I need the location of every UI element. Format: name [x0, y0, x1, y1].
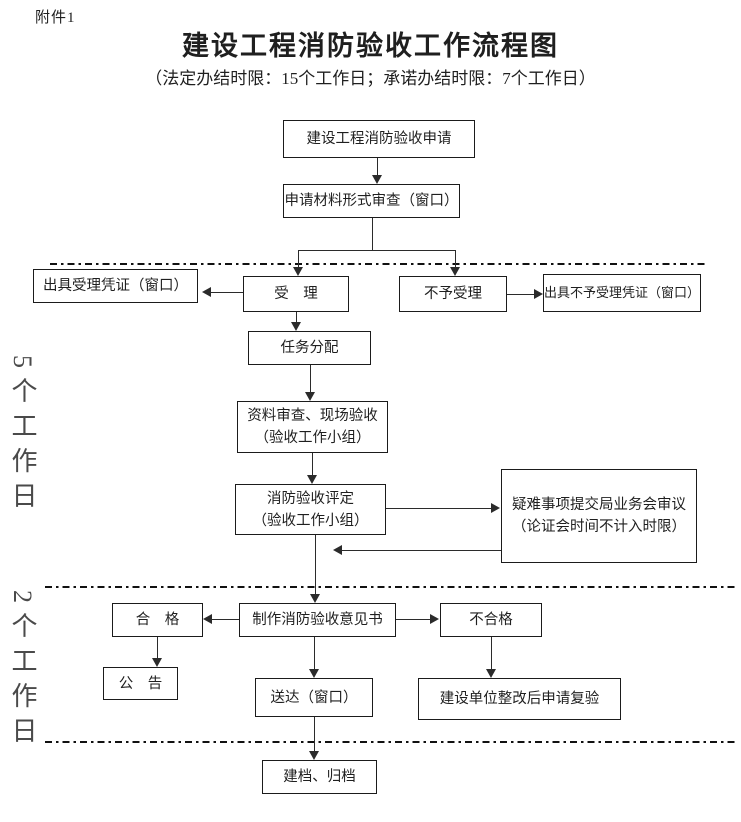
- connector-opinion-to-pass: [212, 619, 239, 620]
- node-site-inspection-line1: 资料审查、现场验收: [247, 408, 378, 424]
- connector-assign-to-inspect: [310, 365, 311, 393]
- node-accept: 受 理: [243, 276, 349, 312]
- arrowhead-to-accept: [293, 267, 303, 276]
- node-delivery: 送达（窗口）: [255, 678, 373, 717]
- phase-label-2-working-days: 2个工作日: [8, 590, 37, 752]
- arrowhead-difficult-return: [333, 545, 342, 555]
- node-announcement-label: 公 告: [118, 675, 163, 692]
- node-task-assignment: 任务分配: [248, 331, 371, 365]
- connector-evaluate-to-difficult: [386, 508, 492, 509]
- node-evaluation-line1: 消防验收评定: [267, 490, 354, 507]
- page-title: 建设工程消防验收工作流程图: [182, 31, 559, 61]
- node-site-inspection-line2: （验收工作小组）: [254, 430, 371, 446]
- node-material-review: 申请材料形式审查（窗口）: [283, 184, 460, 218]
- page-subtitle: （法定办结时限：15个工作日；承诺办结时限：7个工作日）: [145, 69, 596, 88]
- connector-branch-to-reject: [455, 250, 456, 268]
- node-issue-acceptance-receipt: 出具受理凭证（窗口）: [33, 269, 198, 303]
- connector-review-branch: [298, 250, 456, 251]
- node-archive-label: 建档、归档: [283, 769, 356, 785]
- connector-fail-to-reinspection: [491, 637, 492, 670]
- node-reinspection-label: 建设单位整改后申请复验: [439, 691, 600, 707]
- connector-inspect-to-evaluate: [312, 453, 313, 476]
- node-site-inspection: 资料审查、现场验收 （验收工作小组）: [237, 401, 388, 453]
- node-application: 建设工程消防验收申请: [283, 120, 475, 158]
- connector-apply-to-review: [377, 158, 378, 177]
- node-fail-label: 不合格: [469, 612, 513, 628]
- connector-difficult-return: [342, 550, 501, 551]
- attachment-label: 附件1: [35, 10, 76, 26]
- connector-branch-to-accept: [298, 250, 299, 268]
- phase-divider-2: [45, 586, 737, 588]
- node-issue-rejection-receipt-label: 出具不予受理凭证（窗口）: [544, 285, 701, 300]
- node-difficult-matters-line1: 疑难事项提交局业务会审议: [512, 497, 686, 513]
- node-difficult-matters-line2: （论证会时间不计入时限）: [512, 519, 686, 535]
- node-reject-label: 不予受理: [424, 286, 482, 302]
- arrowhead-to-reinspection: [486, 669, 496, 678]
- node-announcement: 公 告: [103, 667, 178, 700]
- node-accept-label: 受 理: [274, 286, 318, 302]
- connector-evaluate-to-opinion: [315, 535, 316, 595]
- arrowhead-to-difficult: [491, 503, 500, 513]
- connector-reject-to-receipt: [507, 294, 535, 295]
- node-reinspection: 建设单位整改后申请复验: [418, 678, 621, 720]
- arrowhead-to-delivery: [309, 669, 319, 678]
- node-material-review-label: 申请材料形式审查（窗口）: [284, 193, 459, 209]
- phase-divider-1: [50, 263, 706, 265]
- arrowhead-to-pass: [203, 614, 212, 624]
- node-issue-rejection-receipt: 出具不予受理凭证（窗口）: [543, 274, 701, 312]
- connector-review-stem: [372, 218, 373, 251]
- arrowhead-to-reject: [450, 267, 460, 276]
- arrowhead-to-announcement: [152, 658, 162, 667]
- node-opinion-letter: 制作消防验收意见书: [239, 603, 396, 637]
- arrowhead-to-rejection-receipt: [534, 289, 543, 299]
- connector-accept-to-receipt: [211, 292, 243, 293]
- arrowhead-to-inspect: [305, 392, 315, 401]
- arrowhead-to-opinion: [310, 594, 320, 603]
- phase-label-5-working-days: 5个工作日: [8, 355, 37, 517]
- arrowhead-to-assign: [291, 322, 301, 331]
- node-reject: 不予受理: [399, 276, 507, 312]
- node-evaluation-line2: （验收工作小组）: [252, 512, 369, 529]
- phase-divider-3: [45, 741, 737, 743]
- node-archive: 建档、归档: [262, 760, 377, 794]
- node-difficult-matters: 疑难事项提交局业务会审议 （论证会时间不计入时限）: [501, 469, 697, 563]
- connector-delivery-to-archive: [314, 717, 315, 752]
- arrowhead-apply-to-review: [372, 175, 382, 184]
- connector-opinion-to-delivery: [314, 637, 315, 670]
- node-delivery-label: 送达（窗口）: [270, 689, 358, 706]
- node-evaluation: 消防验收评定 （验收工作小组）: [235, 484, 386, 535]
- arrowhead-to-acceptance-receipt: [202, 287, 211, 297]
- connector-opinion-to-fail: [396, 619, 431, 620]
- node-pass: 合 格: [112, 603, 203, 637]
- node-opinion-letter-label: 制作消防验收意见书: [252, 612, 383, 628]
- node-fail: 不合格: [440, 603, 542, 637]
- arrowhead-to-fail: [430, 614, 439, 624]
- node-application-label: 建设工程消防验收申请: [306, 131, 452, 147]
- node-pass-label: 合 格: [135, 612, 180, 628]
- arrowhead-to-archive: [309, 751, 319, 760]
- node-task-assignment-label: 任务分配: [280, 340, 339, 356]
- connector-pass-to-announcement: [157, 637, 158, 659]
- arrowhead-to-evaluate: [307, 475, 317, 484]
- node-issue-acceptance-receipt-label: 出具受理凭证（窗口）: [43, 278, 188, 294]
- connector-accept-to-assign: [296, 312, 297, 324]
